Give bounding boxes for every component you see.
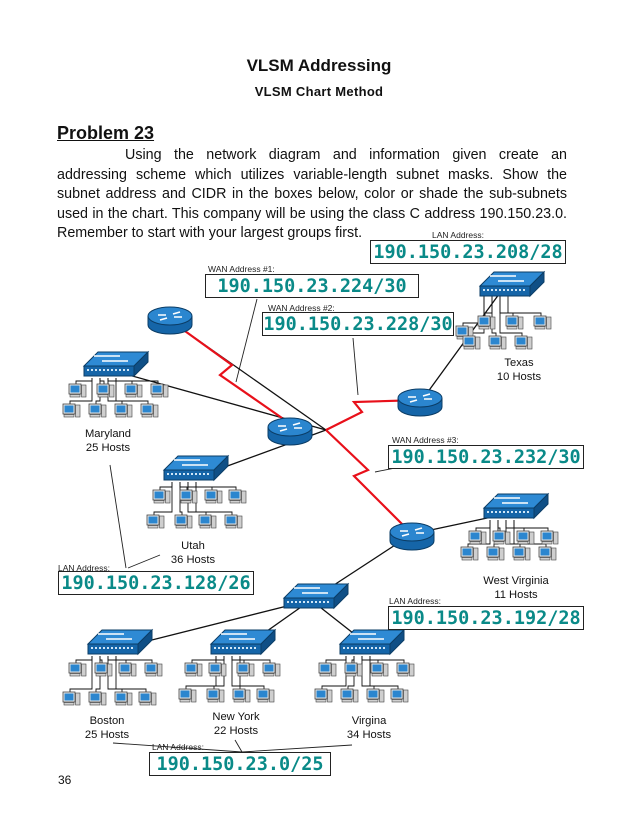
pc-icon-maryland	[114, 403, 133, 418]
pc-icon-boston	[94, 662, 113, 677]
site-label-new-york: New York 22 Hosts	[212, 711, 260, 737]
pc-icon-texas	[505, 315, 524, 330]
problem-heading: Problem 23	[57, 123, 155, 143]
page-number: 36	[58, 773, 72, 787]
pc-icon-boston	[88, 691, 107, 706]
router-icon-texas	[397, 388, 443, 417]
pc-icon-boston	[144, 662, 163, 677]
pc-icon-new-york	[236, 662, 255, 677]
problem-text: Using the network diagram and informatio…	[57, 146, 567, 244]
pc-icon-new-york	[256, 688, 275, 703]
west-virginia-lan-label: LAN Address:	[389, 596, 441, 606]
pc-icon-texas	[514, 335, 533, 350]
pc-icon-utah	[224, 514, 243, 529]
pc-icon-utah	[146, 514, 165, 529]
pc-icon-virgina	[366, 688, 385, 703]
pc-icon-utah	[174, 514, 193, 529]
switch-icon-utah	[163, 455, 229, 481]
switch-icon-texas	[479, 271, 545, 297]
pc-icon-west-virginia	[486, 546, 505, 561]
site-label-boston: Boston 25 Hosts	[84, 715, 130, 741]
switch-icon-core-lan	[283, 583, 349, 609]
pc-icon-utah	[152, 489, 171, 504]
west-virginia-lan-answer-box[interactable]: 190.150.23.192/28	[388, 606, 584, 630]
pc-icon-texas	[533, 315, 552, 330]
router-icon-west-virginia	[389, 522, 435, 551]
pc-icon-new-york	[208, 662, 227, 677]
pc-icon-west-virginia	[492, 530, 511, 545]
switch-icon-boston	[87, 629, 153, 655]
pc-icon-boston	[62, 691, 81, 706]
pc-icon-texas	[488, 335, 507, 350]
maryland-utah-lan-answer-box[interactable]: 190.150.23.128/26	[58, 571, 254, 595]
wan2-answer-box[interactable]: 190.150.23.228/30	[262, 312, 454, 336]
pc-icon-maryland	[88, 403, 107, 418]
pc-icon-virgina	[318, 662, 337, 677]
page-title: VLSM Addressing	[246, 56, 392, 75]
boston-ny-virgina-lan-answer-box[interactable]: 190.150.23.0/25	[149, 752, 331, 776]
wan2-label: WAN Address #2:	[268, 303, 335, 313]
pc-icon-maryland	[124, 383, 143, 398]
switch-icon-virgina	[339, 629, 405, 655]
pc-icon-texas	[462, 335, 481, 350]
texas-lan-label: LAN Address:	[432, 230, 484, 240]
pc-icon-new-york	[262, 662, 281, 677]
pc-icon-maryland	[150, 383, 169, 398]
pc-icon-utah	[198, 514, 217, 529]
pc-icon-boston	[114, 691, 133, 706]
pc-icon-maryland	[68, 383, 87, 398]
wan3-answer-box[interactable]: 190.150.23.232/30	[388, 445, 584, 469]
pc-icon-new-york	[178, 688, 197, 703]
pc-icon-virgina	[396, 662, 415, 677]
pc-icon-west-virginia	[512, 546, 531, 561]
site-label-virgina: Virgina 34 Hosts	[346, 715, 392, 741]
boston-ny-virgina-lan-label: LAN Address:	[152, 742, 204, 752]
pc-icon-west-virginia	[540, 530, 559, 545]
site-label-maryland: Maryland 25 Hosts	[84, 428, 131, 454]
pc-icon-virgina	[390, 688, 409, 703]
site-label-utah: Utah 36 Hosts	[170, 540, 216, 566]
router-icon-core	[267, 417, 313, 446]
switch-icon-west-virginia	[483, 493, 549, 519]
pc-icon-maryland	[96, 383, 115, 398]
pc-icon-west-virginia	[538, 546, 557, 561]
page-subtitle: VLSM Chart Method	[254, 84, 384, 99]
pc-icon-new-york	[206, 688, 225, 703]
pc-icon-utah	[228, 489, 247, 504]
pc-icon-west-virginia	[460, 546, 479, 561]
texas-lan-answer-box[interactable]: 190.150.23.208/28	[370, 240, 566, 264]
pc-icon-virgina	[344, 662, 363, 677]
maryland-utah-lan-label: LAN Address:	[58, 563, 110, 573]
site-label-west-virginia: West Virginia 11 Hosts	[483, 575, 549, 601]
switch-icon-maryland	[83, 351, 149, 377]
pc-icon-boston	[68, 662, 87, 677]
site-label-texas: Texas 10 Hosts	[496, 357, 542, 383]
pc-icon-texas	[477, 315, 496, 330]
pc-icon-boston	[138, 691, 157, 706]
pc-icon-new-york	[184, 662, 203, 677]
pc-icon-utah	[179, 489, 198, 504]
router-icon-maryland-utah	[147, 306, 193, 335]
pc-icon-virgina	[314, 688, 333, 703]
pc-icon-new-york	[232, 688, 251, 703]
pc-icon-west-virginia	[516, 530, 535, 545]
pc-icon-boston	[118, 662, 137, 677]
wan3-label: WAN Address #3:	[392, 435, 459, 445]
problem-text-body: Using the network diagram and informatio…	[57, 147, 567, 241]
pc-icon-west-virginia	[468, 530, 487, 545]
pc-icon-utah	[204, 489, 223, 504]
pc-icon-virgina	[340, 688, 359, 703]
wan1-label: WAN Address #1:	[208, 264, 275, 274]
wan1-answer-box[interactable]: 190.150.23.224/30	[205, 274, 419, 298]
pc-icon-virgina	[370, 662, 389, 677]
pc-icon-maryland	[140, 403, 159, 418]
switch-icon-new-york	[210, 629, 276, 655]
pc-icon-maryland	[62, 403, 81, 418]
